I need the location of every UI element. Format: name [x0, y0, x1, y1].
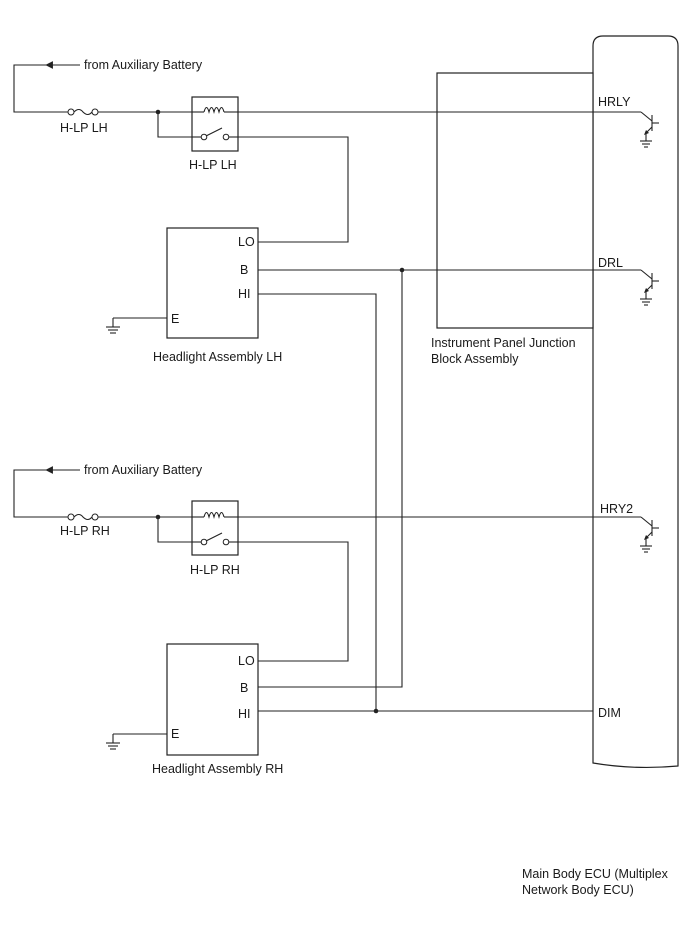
- relay-rh-label: H-LP RH: [190, 563, 240, 577]
- wire-node-to-switch-lh: [157, 112, 194, 138]
- ecu-name-line1: Main Body ECU (Multiplex: [522, 867, 669, 881]
- headlight-lh-b-label: B: [240, 263, 248, 277]
- wire-hi-lh: [258, 293, 377, 711]
- relay-lh-switch-icon: [192, 127, 238, 141]
- fuse-rh-label: H-LP RH: [60, 524, 110, 538]
- headlight-rh-e-label: E: [171, 727, 179, 741]
- relay-rh-coil-icon: [192, 511, 238, 520]
- relay-rh-switch-icon: [192, 532, 238, 546]
- junction-block-label-line2: Block Assembly: [431, 352, 519, 366]
- ecu-terminal-hrly: HRLY: [598, 95, 631, 109]
- relay-rh-box: [191, 500, 239, 556]
- main-body-ecu-outline: [592, 35, 679, 769]
- headlight-lh-e-label: E: [171, 312, 179, 326]
- fuse-lh-label: H-LP LH: [60, 121, 108, 135]
- fuse-lh-symbol: [67, 108, 99, 116]
- ecu-name-line2: Network Body ECU): [522, 883, 634, 897]
- battery-feed-lh: [13, 64, 68, 113]
- headlight-lh-box: [166, 227, 259, 339]
- ecu-terminal-drl: DRL: [598, 256, 623, 270]
- junction-block-label-line1: Instrument Panel Junction: [431, 336, 576, 350]
- relay-lh-label: H-LP LH: [189, 158, 237, 172]
- from-aux-battery-bottom-label: from Auxiliary Battery: [84, 463, 203, 477]
- headlight-rh-name: Headlight Assembly RH: [152, 762, 283, 776]
- transistor-drl-icon: [593, 269, 659, 306]
- ground-lh-icon: [106, 318, 120, 334]
- ecu-terminal-hry2: HRY2: [600, 502, 633, 516]
- battery-feed-rh: [13, 469, 68, 518]
- from-aux-battery-top-label: from Auxiliary Battery: [84, 58, 203, 72]
- relay-lh-coil-icon: [192, 106, 238, 115]
- wire-switch-to-lo-rh: [238, 541, 349, 662]
- headlight-rh-b-label: B: [240, 681, 248, 695]
- wire-b-rh: [258, 270, 403, 688]
- headlight-lh-name: Headlight Assembly LH: [153, 350, 282, 364]
- wire-switch-to-lo-lh: [238, 136, 349, 243]
- relay-lh-box: [191, 96, 239, 152]
- transistor-hry2-icon: [593, 516, 659, 553]
- ground-rh-icon: [106, 734, 120, 750]
- headlight-lh-hi-label: HI: [238, 287, 251, 301]
- wire-node-to-switch-rh: [157, 517, 194, 543]
- ecu-terminal-dim: DIM: [598, 706, 621, 720]
- junction-node-hi: [373, 708, 379, 714]
- transistor-hrly-icon: [593, 111, 659, 148]
- headlight-rh-hi-label: HI: [238, 707, 251, 721]
- headlight-rh-box: [166, 643, 259, 756]
- headlight-rh-lo-label: LO: [238, 654, 255, 668]
- headlight-lh-lo-label: LO: [238, 235, 255, 249]
- junction-block-box: [436, 72, 594, 329]
- fuse-rh-symbol: [67, 513, 99, 521]
